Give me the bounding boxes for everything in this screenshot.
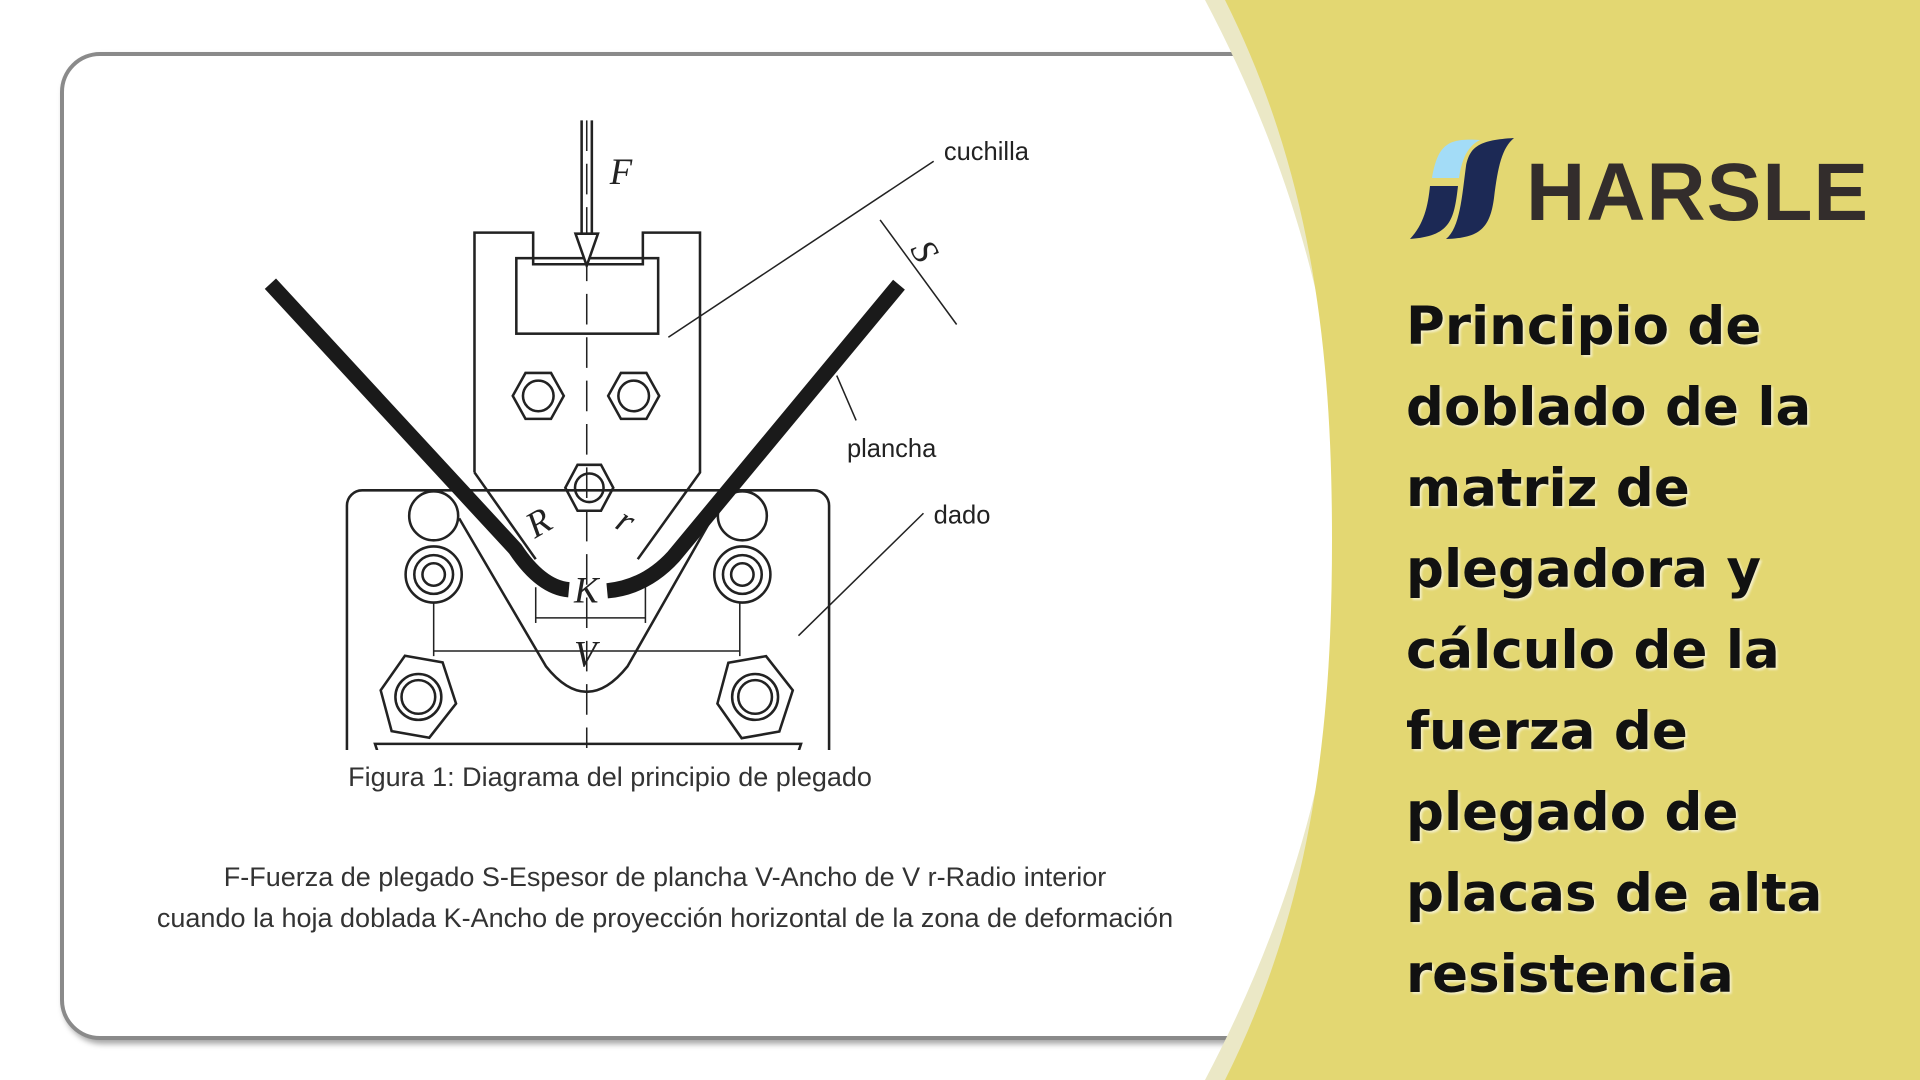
diagram-card xyxy=(60,52,1368,1040)
title-line: plegado de xyxy=(1406,782,1739,843)
cuchilla-leader xyxy=(667,160,935,338)
bending-diagram: F K V R r S cuchilla plancha dado xyxy=(264,120,1030,750)
label-s: S xyxy=(903,233,948,269)
title-line: cálculo de la xyxy=(1406,620,1780,681)
article-title: Principio de doblado de la matriz de ple… xyxy=(1406,286,1906,1015)
sheet-plate-right xyxy=(606,279,905,599)
title-line: plegadora y xyxy=(1406,539,1762,600)
label-r-outer: R xyxy=(518,499,559,546)
bolt-icon xyxy=(713,545,772,604)
title-line: placas de alta xyxy=(1406,863,1823,924)
force-arrow-icon xyxy=(573,120,600,270)
legend-line-1: F-Fuerza de plegado S-Espesor de plancha… xyxy=(223,862,1107,892)
title-line: Principio de xyxy=(1406,296,1762,357)
label-plancha: plancha xyxy=(847,435,937,463)
die-v-groove xyxy=(458,517,713,693)
nut-icon xyxy=(563,463,615,512)
panel-fill xyxy=(1225,0,1920,1080)
legend-line-2: cuando la hoja doblada K-Ancho de proyec… xyxy=(156,903,1174,933)
punch-body xyxy=(473,231,702,560)
nut-icon xyxy=(716,654,795,740)
bolt-icon xyxy=(404,545,464,604)
label-dado: dado xyxy=(934,501,991,529)
label-v: V xyxy=(574,633,600,674)
sheet-plate-left xyxy=(264,278,571,598)
die-body xyxy=(345,489,831,750)
nut-icon xyxy=(606,371,661,421)
roller xyxy=(407,490,460,542)
nut-icon xyxy=(379,654,458,740)
logo-mark-icon xyxy=(1410,138,1514,239)
s-dimension xyxy=(879,219,958,325)
harsle-logo: HARSLE xyxy=(1410,136,1868,242)
nut-icon xyxy=(511,371,566,421)
label-r-inner: r xyxy=(610,499,643,542)
roller xyxy=(716,490,769,542)
figure-caption: Figura 1: Diagrama del principio de pleg… xyxy=(348,762,872,792)
label-f: F xyxy=(609,151,633,192)
title-line: fuerza de xyxy=(1406,701,1688,762)
label-cuchilla: cuchilla xyxy=(944,138,1030,166)
die-base-slot xyxy=(373,742,803,750)
title-line: matriz de xyxy=(1406,458,1690,519)
logo-text: HARSLE xyxy=(1526,147,1870,238)
plancha-leader xyxy=(836,375,857,421)
dado-leader xyxy=(797,512,925,637)
title-line: doblado de la xyxy=(1406,377,1812,438)
title-line: resistencia xyxy=(1406,944,1734,1005)
label-k: K xyxy=(573,570,601,611)
